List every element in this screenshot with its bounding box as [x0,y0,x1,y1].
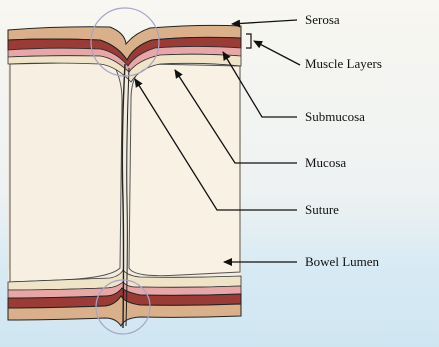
muscle-layers-label: Muscle Layers [305,56,382,71]
mucosa-label: Mucosa [305,155,346,170]
submucosa-label: Submucosa [305,109,365,124]
bowel-lumen-area [10,62,122,282]
bowel-lumen-label: Bowel Lumen [305,254,380,269]
suture-label: Suture [305,202,339,217]
serosa-label: Serosa [305,12,340,27]
